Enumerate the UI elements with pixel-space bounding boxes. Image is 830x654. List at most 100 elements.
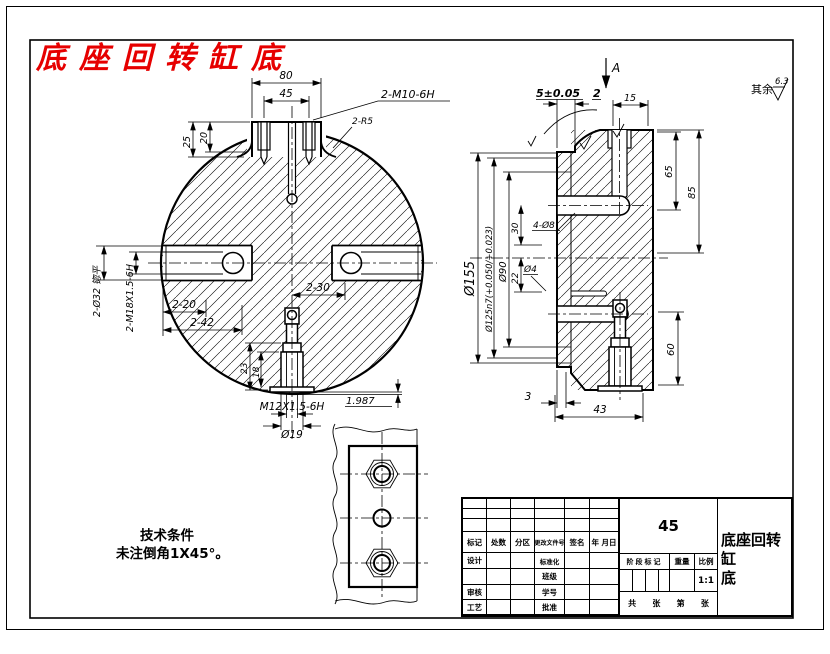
svg-text:45: 45 bbox=[279, 88, 293, 100]
dim-2-42: 2-42 bbox=[162, 305, 243, 335]
inner-border bbox=[29, 39, 794, 619]
view-a bbox=[332, 423, 428, 605]
dim-2-20: 2-20 bbox=[162, 283, 207, 336]
roughness-symbol-icon bbox=[770, 78, 789, 101]
svg-text:2-M10-6H: 2-M10-6H bbox=[381, 88, 435, 101]
front-view-centerlines bbox=[148, 106, 437, 440]
svg-text:2: 2 bbox=[593, 87, 601, 100]
tb-role-design: 设计 bbox=[463, 553, 487, 569]
tb-scale-value: 1:1 bbox=[694, 570, 717, 592]
tb-role-check: 审核 bbox=[463, 585, 487, 600]
svg-text:其余: 其余 bbox=[751, 82, 773, 96]
dim-23: 23 bbox=[240, 342, 281, 391]
front-view bbox=[148, 106, 437, 440]
tb-role-class: 班级 bbox=[535, 569, 565, 585]
svg-text:Ø90: Ø90 bbox=[497, 261, 509, 283]
svg-text:2-30: 2-30 bbox=[306, 282, 330, 294]
svg-text:Ø125n7(+0.050/+0.023): Ø125n7(+0.050/+0.023) bbox=[484, 226, 495, 333]
tb-weight-label: 重量 bbox=[669, 553, 694, 570]
dim-65: 65 bbox=[657, 131, 681, 211]
general-roughness: 其余 6.3 bbox=[751, 77, 789, 101]
tb-role-process: 工艺 bbox=[463, 600, 487, 615]
svg-text:Ø4: Ø4 bbox=[523, 264, 537, 275]
tb-header-date: 年 月日 bbox=[590, 532, 619, 553]
outer-border bbox=[6, 6, 824, 630]
tb-header-sign: 签名 bbox=[565, 532, 590, 553]
m10-holes bbox=[257, 121, 316, 166]
tb-part-name: 底座回转缸 底 bbox=[717, 499, 791, 615]
dim-85: 85 bbox=[657, 129, 704, 254]
section-outline bbox=[556, 129, 654, 391]
tb-stage-mark-label: 阶段标记 bbox=[619, 553, 669, 570]
view-arrow-A: A bbox=[601, 58, 620, 89]
tb-role-student-no: 学号 bbox=[535, 585, 565, 600]
svg-text:4-Ø8: 4-Ø8 bbox=[533, 220, 555, 231]
svg-text:M12X1.5-6H: M12X1.5-6H bbox=[260, 401, 325, 413]
dim-2-d32-spotface: 2-Ø32 锪平 bbox=[92, 245, 163, 317]
svg-text:23: 23 bbox=[240, 362, 250, 374]
title-block: 标记 处数 分区 更改文件号 签名 年 月日 设计 标准化 班级 审核 学号 工… bbox=[461, 497, 793, 617]
tb-sheets-sheet2: 张 bbox=[700, 599, 709, 608]
break-lines bbox=[332, 423, 418, 605]
section-centerlines bbox=[470, 118, 668, 400]
dim-d90: Ø90 bbox=[497, 171, 571, 348]
plate-outline bbox=[347, 444, 419, 589]
tb-sheets-sheet: 张 bbox=[652, 599, 661, 608]
dim-20: 20 bbox=[199, 121, 246, 153]
dim-15: 15 bbox=[612, 93, 649, 126]
dim-3: 3 bbox=[525, 370, 581, 408]
svg-text:Ø155: Ø155 bbox=[463, 261, 478, 297]
roughness-icon bbox=[527, 123, 625, 150]
svg-text:43: 43 bbox=[593, 404, 606, 416]
svg-text:2-M18X1.5-6H: 2-M18X1.5-6H bbox=[125, 264, 136, 332]
svg-text:2-R5: 2-R5 bbox=[352, 117, 373, 127]
tb-scale-label: 比例 bbox=[694, 553, 717, 570]
sheet-title: 底座回转缸底 bbox=[36, 41, 294, 76]
section-view bbox=[470, 109, 668, 400]
tb-part-name-line2: 底 bbox=[721, 569, 737, 587]
notes-line2: 未注倒角1X45°。 bbox=[116, 546, 229, 562]
dim-80: 80 bbox=[251, 70, 322, 118]
dim-d155: Ø155 bbox=[463, 152, 571, 364]
svg-text:85: 85 bbox=[687, 186, 698, 199]
svg-text:22: 22 bbox=[511, 272, 521, 284]
svg-text:65: 65 bbox=[664, 165, 675, 178]
label-4-d8: 4-Ø8 bbox=[532, 212, 576, 233]
section-hatch-flange bbox=[557, 152, 571, 367]
svg-text:80: 80 bbox=[279, 70, 293, 82]
svg-text:Ø19: Ø19 bbox=[280, 429, 303, 441]
tb-header-count: 处数 bbox=[487, 532, 511, 553]
label-2-r5: 2-R5 bbox=[332, 117, 373, 149]
svg-text:1.987: 1.987 bbox=[346, 396, 375, 407]
tb-header-zone: 分区 bbox=[511, 532, 535, 553]
svg-text:2-Ø32 锪平: 2-Ø32 锪平 bbox=[92, 264, 103, 317]
technical-notes: 技术条件 未注倒角1X45°。 bbox=[116, 527, 229, 563]
dim-45: 45 bbox=[263, 88, 310, 118]
title-block-revision-table: 标记 处数 分区 更改文件号 签名 年 月日 设计 标准化 班级 审核 学号 工… bbox=[463, 499, 619, 615]
tb-material: 45 bbox=[619, 499, 717, 553]
tb-header-mark: 标记 bbox=[463, 532, 487, 553]
tb-role-standard: 标准化 bbox=[535, 553, 565, 569]
svg-text:60: 60 bbox=[666, 343, 677, 356]
tb-part-name-line1: 底座回转缸 bbox=[721, 531, 782, 568]
notes-line1: 技术条件 bbox=[140, 528, 194, 544]
svg-text:2-42: 2-42 bbox=[190, 317, 214, 329]
dim-60: 60 bbox=[658, 311, 684, 386]
dim-5-005: 5±0.05 2 bbox=[536, 87, 601, 148]
dim-18: 18 bbox=[252, 351, 279, 388]
top-boss bbox=[236, 120, 337, 158]
svg-text:18: 18 bbox=[252, 366, 262, 378]
svg-text:6.3: 6.3 bbox=[775, 77, 789, 87]
label-2-m10-6h: 2-M10-6H bbox=[312, 88, 450, 121]
tb-role-approve: 批准 bbox=[535, 600, 565, 615]
dim-30: 30 bbox=[511, 205, 542, 246]
svg-text:3: 3 bbox=[525, 391, 532, 403]
dim-d19: Ø19 bbox=[263, 394, 321, 441]
tb-sheets-no: 第 bbox=[676, 599, 685, 608]
dim-2-m18: 2-M18X1.5-6H bbox=[125, 251, 163, 332]
svg-text:5±0.05: 5±0.05 bbox=[536, 87, 580, 100]
tb-sheets-total: 共 bbox=[628, 599, 637, 608]
dim-25: 25 bbox=[182, 121, 250, 158]
